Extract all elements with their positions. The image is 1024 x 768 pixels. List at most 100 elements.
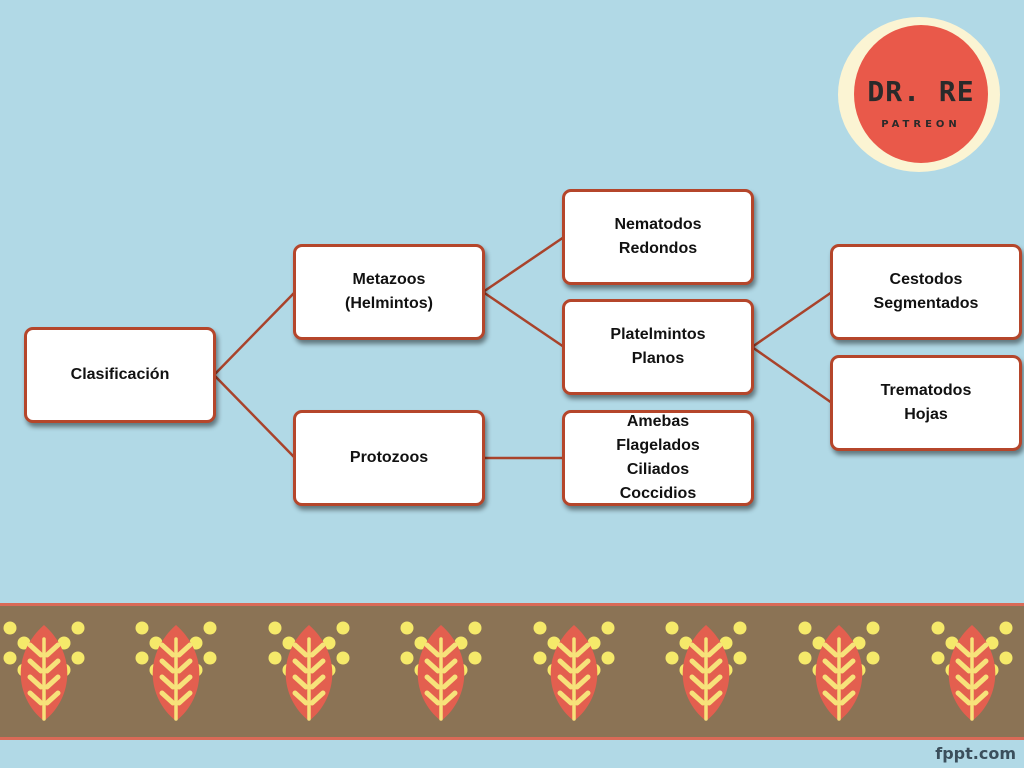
node-cestodos: Cestodos Segmentados	[830, 244, 1022, 340]
decor-dot	[985, 636, 999, 650]
leaf-side-vein	[44, 658, 61, 674]
leaf-side-vein	[955, 674, 972, 690]
decor-dot	[17, 636, 31, 650]
node-protozoa-types: Amebas Flagelados Ciliados Coccidios	[562, 410, 754, 506]
decor-dot	[547, 636, 561, 650]
decor-dot	[999, 651, 1013, 665]
leaf-side-vein	[839, 690, 856, 706]
leaf-side-vein	[574, 690, 591, 706]
leaf-side-vein	[822, 658, 839, 674]
leaf-side-vein	[292, 690, 309, 706]
decorative-leaf-band	[0, 603, 1024, 740]
decor-dot	[414, 636, 428, 650]
leaf-side-vein	[574, 642, 591, 658]
decor-dot	[400, 621, 414, 635]
leaf-side-vein	[822, 690, 839, 706]
leaf-side-vein	[159, 642, 176, 658]
fppt-watermark: fppt.com	[935, 744, 1016, 763]
leaf-side-vein	[424, 690, 441, 706]
leaf-side-vein	[441, 642, 458, 658]
decor-dot	[931, 651, 945, 665]
band-top-edge	[0, 603, 1024, 606]
leaf-motif	[931, 621, 1013, 721]
logo-subtitle: PATREON	[881, 119, 961, 130]
leaf-side-vein	[292, 674, 309, 690]
decor-dot	[533, 651, 547, 665]
connector-root-metazoos	[213, 291, 296, 376]
leaf-side-vein	[176, 690, 193, 706]
dr-re-patreon-logo: DR. RE PATREON	[838, 17, 1000, 172]
decor-dot	[468, 651, 482, 665]
node-clasificacion: Clasificación	[24, 327, 216, 423]
leaf-side-vein	[689, 674, 706, 690]
leaf-side-vein	[159, 658, 176, 674]
decor-dot	[665, 621, 679, 635]
leaf-motif	[400, 621, 482, 721]
leaf-side-vein	[441, 690, 458, 706]
decor-dot	[454, 636, 468, 650]
leaf-side-vein	[972, 674, 989, 690]
decor-dot	[135, 651, 149, 665]
leaf-motif	[135, 621, 217, 721]
leaf-side-vein	[441, 674, 458, 690]
decor-dot	[533, 621, 547, 635]
leaf-motif	[3, 621, 85, 721]
leaf-side-vein	[27, 658, 44, 674]
leaf-side-vein	[972, 690, 989, 706]
leaf-side-vein	[292, 658, 309, 674]
leaf-motif	[268, 621, 350, 721]
decor-dot	[719, 636, 733, 650]
decor-dot	[931, 621, 945, 635]
node-nematodos: Nematodos Redondos	[562, 189, 754, 285]
decor-dot	[400, 651, 414, 665]
leaf-side-vein	[27, 690, 44, 706]
decor-dot	[189, 636, 203, 650]
leaf-side-vein	[441, 658, 458, 674]
leaf-side-vein	[159, 674, 176, 690]
decor-dot	[336, 621, 350, 635]
decor-dot	[812, 636, 826, 650]
leaf-side-vein	[557, 674, 574, 690]
leaf-side-vein	[706, 690, 723, 706]
leaf-motif	[665, 621, 747, 721]
decor-dot	[866, 621, 880, 635]
leaf-side-vein	[574, 658, 591, 674]
leaf-side-vein	[557, 658, 574, 674]
decor-dot	[149, 636, 163, 650]
leaf-side-vein	[689, 658, 706, 674]
decor-dot	[282, 636, 296, 650]
leaf-side-vein	[822, 674, 839, 690]
decor-dot	[733, 621, 747, 635]
leaf-side-vein	[955, 658, 972, 674]
leaf-side-vein	[159, 690, 176, 706]
leaf-side-vein	[839, 642, 856, 658]
leaf-side-vein	[292, 642, 309, 658]
decor-dot	[57, 636, 71, 650]
leaf-side-vein	[972, 658, 989, 674]
leaf-motif	[798, 621, 880, 721]
leaf-side-vein	[706, 658, 723, 674]
decor-dot	[999, 621, 1013, 635]
leaf-side-vein	[309, 642, 326, 658]
leaf-side-vein	[972, 642, 989, 658]
band-bottom-edge	[0, 737, 1024, 740]
connector-platelmintos-cestodos	[751, 290, 833, 349]
decor-dot	[866, 651, 880, 665]
leaf-side-vein	[424, 674, 441, 690]
leaf-side-vein	[822, 642, 839, 658]
leaf-side-vein	[839, 658, 856, 674]
leaf-side-vein	[424, 642, 441, 658]
decor-dot	[268, 651, 282, 665]
leaf-side-vein	[44, 690, 61, 706]
connector-metazoos-nematodos	[482, 235, 565, 294]
leaf-side-vein	[557, 690, 574, 706]
decor-dot	[679, 636, 693, 650]
leaf-side-vein	[424, 658, 441, 674]
leaf-side-vein	[44, 642, 61, 658]
leaf-side-vein	[574, 674, 591, 690]
decor-dot	[268, 621, 282, 635]
leaf-side-vein	[27, 674, 44, 690]
decor-dot	[3, 621, 17, 635]
